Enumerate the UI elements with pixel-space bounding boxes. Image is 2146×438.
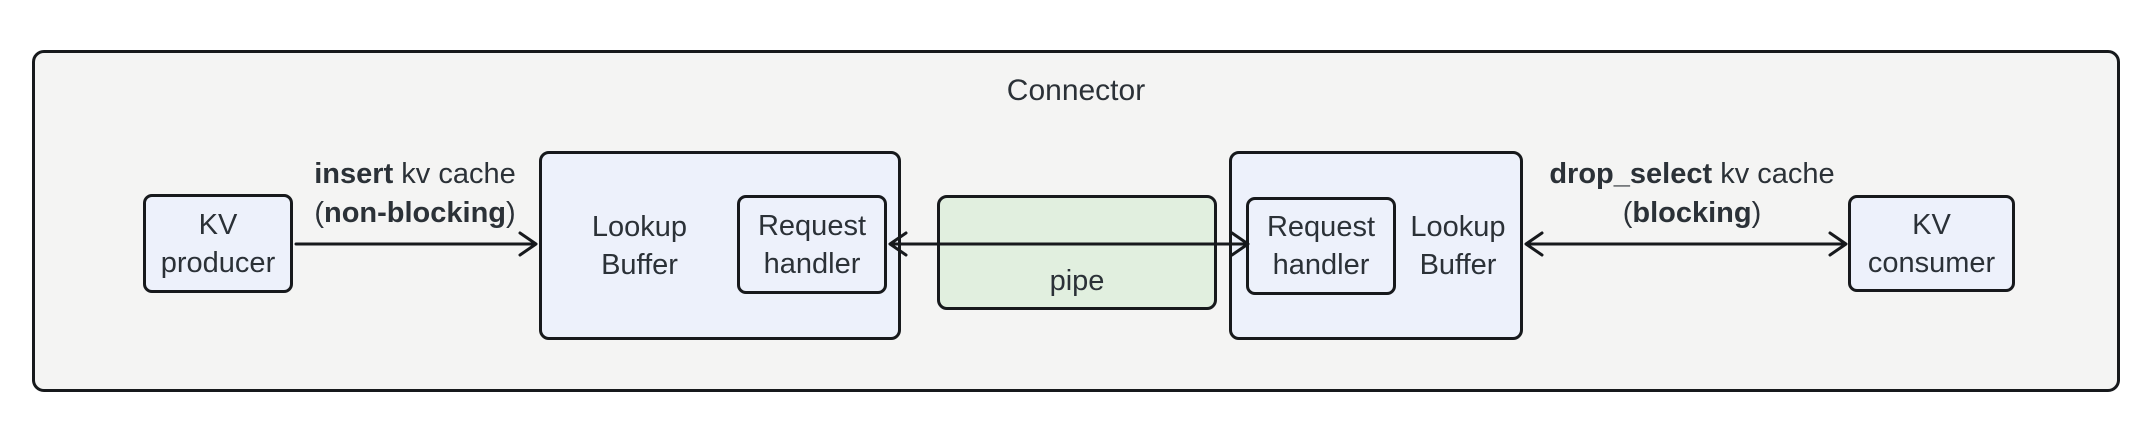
request-handler-left-node: Request handler [737, 195, 887, 294]
request-handler-right-node: Request handler [1246, 197, 1396, 295]
insert-edge-label-line1: insert kv cache [314, 158, 516, 190]
lookup-buffer-right-node: Request handler Lookup Buffer [1229, 151, 1523, 340]
drop-select-edge-label-line2: (blocking) [1622, 197, 1762, 229]
insert-edge-label: insert kv cache (non-blocking) [270, 155, 560, 233]
insert-edge-label-line2: (non-blocking) [314, 197, 516, 229]
kv-consumer-node: KV consumer [1848, 195, 2015, 292]
lookup-buffer-left-label: Lookup Buffer [591, 210, 688, 281]
kv-producer-node: KV producer [143, 194, 293, 293]
lookup-buffer-left-node: Lookup Buffer Request handler [539, 151, 901, 340]
drop-select-edge-label-line1: drop_select kv cache [1549, 158, 1835, 190]
drop-select-edge-label: drop_select kv cache (blocking) [1527, 155, 1857, 233]
lookup-buffer-right-label: Lookup Buffer [1410, 210, 1506, 281]
pipe-node: pipe [937, 195, 1217, 310]
pipe-label: pipe [1049, 265, 1105, 297]
diagram-title: Connector [1006, 74, 1146, 107]
